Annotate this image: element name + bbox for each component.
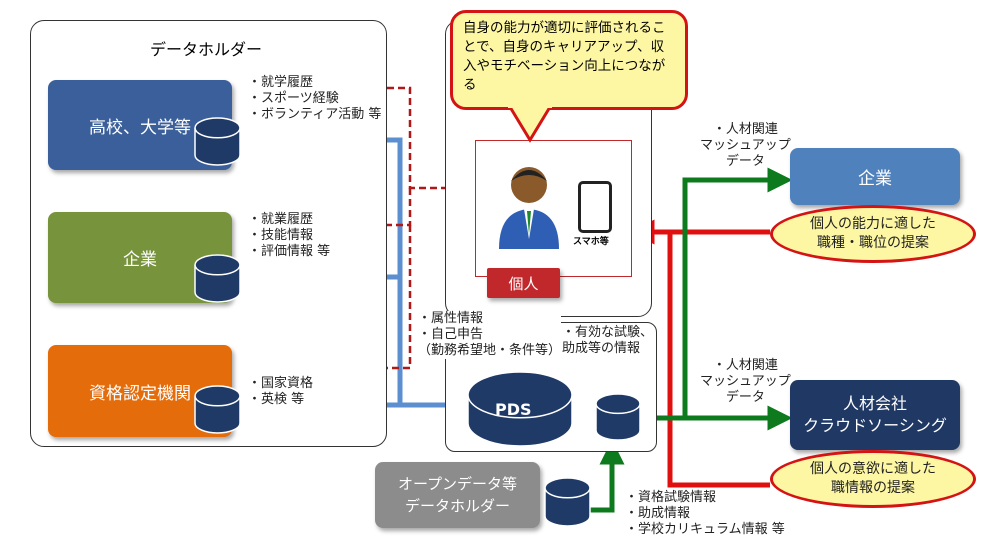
source-company[interactable]: 企業 [48, 212, 232, 303]
open-data-items: ・資格試験情報・助成情報・学校カリキュラム情報 等 [625, 490, 785, 537]
red-proposals [667, 229, 770, 488]
flow-label-company: ・人材関連マッシュアップデータ [700, 122, 791, 169]
target-hr-company[interactable]: 人材会社 クラウドソーシング [790, 380, 960, 450]
green-to-company [640, 167, 793, 421]
proposal-company: 個人の能力に適した 職種・職位の提案 [770, 205, 976, 263]
individual-label: 個人 [487, 268, 560, 298]
from-pds-items: ・有効な試験、助成等の情報 [562, 325, 654, 357]
source-school[interactable]: 高校、大学等 [48, 80, 232, 170]
green-open-data [590, 439, 625, 513]
dashed-cert [208, 225, 412, 375]
source-certification[interactable]: 資格認定機関 [48, 345, 232, 437]
benefit-callout: 自身の能力が適切に評価されることで、自身のキャリアアップ、収入やモチベーション向… [450, 10, 688, 110]
pds-label: PDS [495, 400, 532, 419]
proposal-hr: 個人の意欲に適した 職情報の提案 [770, 450, 976, 508]
cert-items: ・国家資格・英検 等 [248, 376, 314, 407]
flow-label-hr: ・人材関連マッシュアップデータ [700, 358, 791, 405]
smartphone-icon [578, 181, 612, 233]
school-items: ・就学履歴・スポーツ経験・ボランティア活動 等 [248, 75, 382, 122]
data-holder-title: データホルダー [150, 40, 263, 59]
person-icon [499, 167, 559, 249]
phone-label: スマホ等 [573, 237, 609, 247]
company-items: ・就業履歴・技能情報・評価情報 等 [248, 212, 331, 259]
target-company[interactable]: 企業 [790, 148, 960, 205]
individual-box: スマホ等 [475, 140, 632, 277]
open-data-holder[interactable]: オープンデータ等 データホルダー [375, 462, 540, 528]
to-pds-items: ・属性情報・自己申告（勤務希望地・条件等） [418, 311, 562, 359]
